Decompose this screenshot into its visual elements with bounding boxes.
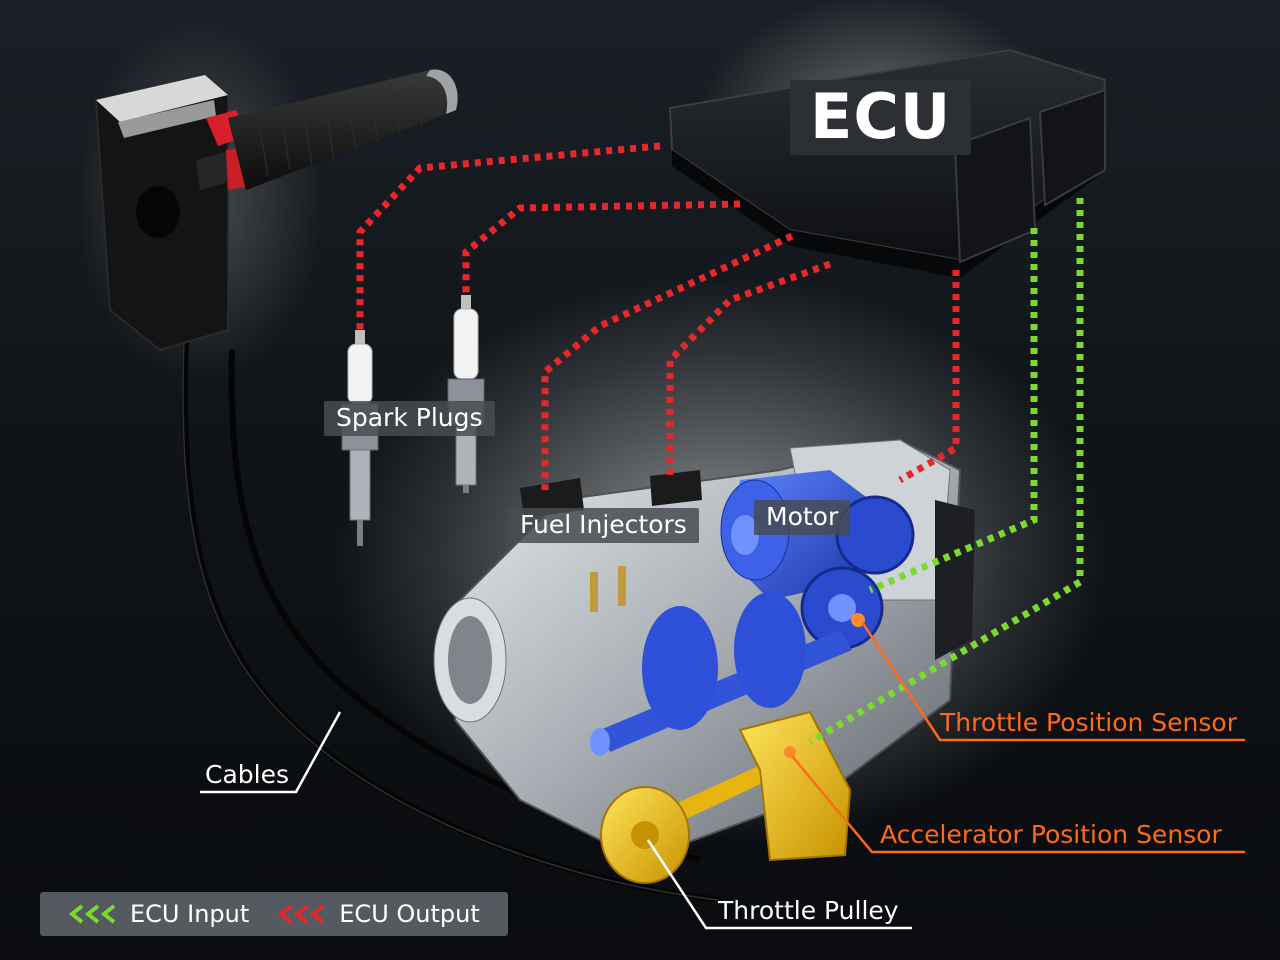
legend: ECU Input ECU Output	[40, 892, 508, 936]
ecu-label: ECU	[790, 80, 972, 155]
pulley-assembly	[600, 710, 852, 884]
throttle-position-sensor-label: Throttle Position Sensor	[940, 708, 1237, 737]
legend-input: ECU Input	[66, 900, 249, 928]
throttle-grip-assembly	[94, 69, 458, 352]
ecu-unit	[668, 48, 1107, 278]
legend-output-text: ECU Output	[339, 900, 480, 928]
accelerator-position-sensor-label: Accelerator Position Sensor	[880, 820, 1222, 849]
fuel-injectors-label: Fuel Injectors	[508, 508, 699, 543]
green-chevrons-icon	[68, 904, 116, 924]
legend-output: ECU Output	[275, 900, 480, 928]
cables-label: Cables	[205, 760, 289, 789]
ecu-input-paths	[808, 198, 1084, 746]
throttle-pulley-label: Throttle Pulley	[718, 896, 899, 925]
spark-plugs-label: Spark Plugs	[324, 401, 495, 436]
callout-lines	[200, 621, 1245, 930]
legend-input-text: ECU Input	[130, 900, 250, 928]
red-chevrons-icon	[278, 904, 325, 924]
motor-label: Motor	[754, 500, 851, 535]
ecu-output-paths	[356, 142, 960, 490]
